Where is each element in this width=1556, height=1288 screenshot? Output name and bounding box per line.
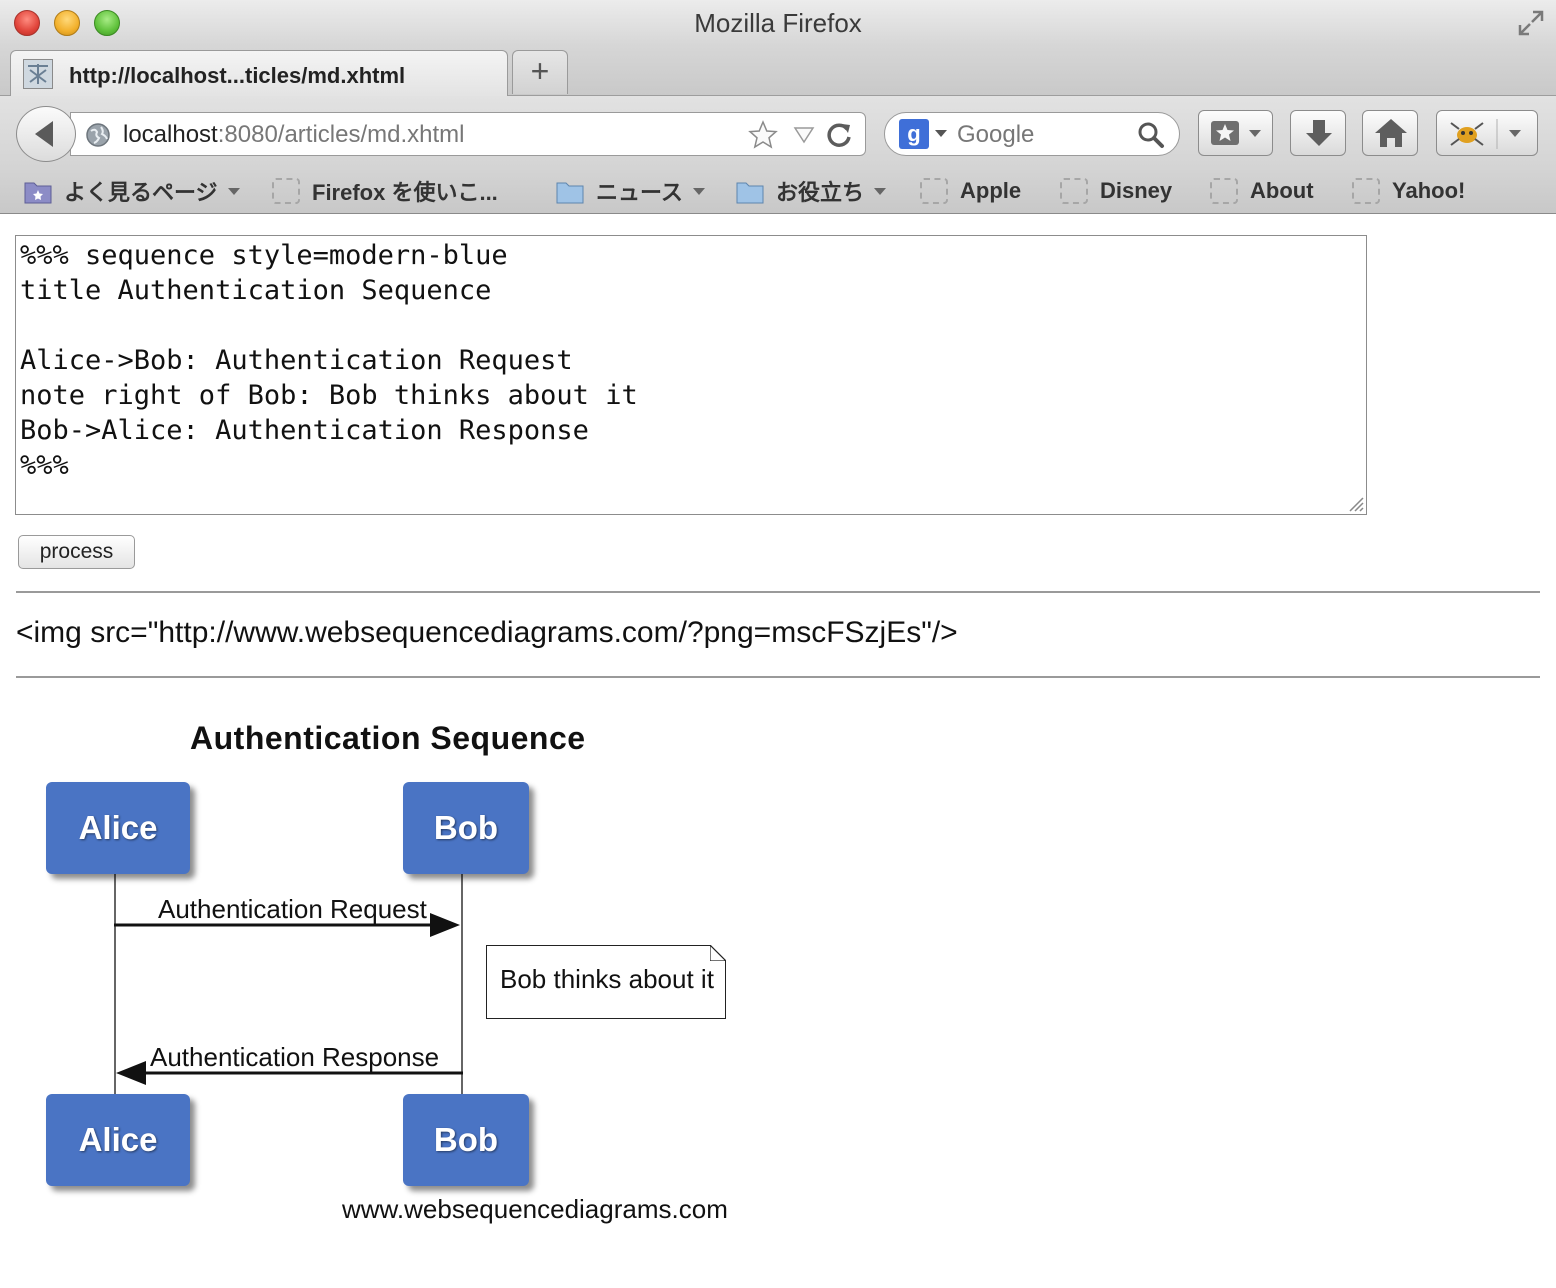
- bookmark-label: ニュース: [596, 180, 683, 205]
- bookmark-about[interactable]: About: [1210, 174, 1314, 208]
- fullscreen-icon[interactable]: [1516, 8, 1546, 38]
- divider: [16, 676, 1540, 678]
- url-path: :8080/articles/md.xhtml: [217, 121, 465, 148]
- url-bar[interactable]: localhost:8080/articles/md.xhtml: [70, 112, 866, 156]
- chevron-down-icon: [874, 187, 887, 195]
- home-icon: [1375, 119, 1407, 147]
- bookmarks-menu-button[interactable]: [1198, 110, 1273, 156]
- bookmark-label: よく見るページ: [64, 180, 218, 205]
- history-dropdown-icon[interactable]: [793, 125, 815, 145]
- bookmark-news[interactable]: ニュース: [556, 174, 705, 208]
- actor-alice-bottom: Alice: [46, 1094, 190, 1186]
- generated-img-tag: <img src="http://www.websequencediagrams…: [16, 616, 958, 649]
- bookmark-disney[interactable]: Disney: [1060, 174, 1172, 208]
- blank-bookmark-icon: [1210, 178, 1238, 204]
- smart-folder-icon: [24, 182, 52, 204]
- home-button[interactable]: [1362, 110, 1418, 156]
- tab-md-xhtml[interactable]: http://localhost...ticles/md.xhtml: [10, 50, 508, 97]
- globe-icon: [86, 123, 110, 147]
- reload-icon[interactable]: [825, 121, 853, 149]
- url-text[interactable]: localhost:8080/articles/md.xhtml: [123, 121, 465, 149]
- actor-alice-top: Alice: [46, 782, 190, 874]
- tab-strip: http://localhost...ticles/md.xhtml +: [0, 46, 1556, 97]
- bookmarks-toolbar: よく見るページ Firefox を使いこ... ニュース お役立ち Apple …: [0, 168, 1556, 214]
- folder-icon: [556, 182, 584, 204]
- diagram-title: Authentication Sequence: [190, 720, 586, 756]
- folder-icon: [736, 182, 764, 204]
- bookmark-label: Firefox を使いこ...: [312, 180, 498, 205]
- blank-bookmark-icon: [1352, 178, 1380, 204]
- new-tab-button[interactable]: +: [512, 50, 568, 94]
- sequence-diagram: Authentication Sequence Alice Bob Authen…: [20, 712, 780, 1242]
- bookmark-star-icon[interactable]: [747, 119, 779, 151]
- back-arrow-icon: [35, 121, 53, 147]
- bookmark-label: About: [1250, 178, 1314, 203]
- navigation-bar: localhost:8080/articles/md.xhtml g Googl…: [0, 96, 1556, 168]
- bookmark-yahoo[interactable]: Yahoo!: [1352, 174, 1465, 208]
- engine-dropdown-icon[interactable]: [935, 130, 947, 137]
- page-favicon-icon: [23, 59, 53, 89]
- response-arrow: [116, 1061, 463, 1085]
- bookmark-most-visited[interactable]: よく見るページ: [24, 174, 240, 208]
- firebug-button[interactable]: [1436, 110, 1538, 156]
- bookmark-apple[interactable]: Apple: [920, 174, 1021, 208]
- actor-bob-bottom: Bob: [403, 1094, 529, 1186]
- bookmark-label: Yahoo!: [1392, 178, 1466, 203]
- process-button[interactable]: process: [18, 535, 135, 569]
- bookmarks-icon: [1211, 121, 1261, 145]
- blank-bookmark-icon: [272, 178, 300, 204]
- message-label-request: Authentication Request: [158, 894, 427, 924]
- bookmark-label: Apple: [960, 178, 1022, 203]
- alice-lifeline: [114, 872, 116, 1094]
- bookmark-label: Disney: [1100, 178, 1173, 203]
- search-placeholder: Google: [957, 121, 1035, 148]
- downloads-button[interactable]: [1290, 110, 1346, 156]
- bookmark-firefox-guide[interactable]: Firefox を使いこ...: [272, 174, 498, 208]
- download-arrow-icon: [1306, 120, 1332, 146]
- note-text: Bob thinks about it: [500, 964, 714, 994]
- search-icon[interactable]: [1137, 121, 1165, 149]
- blank-bookmark-icon: [920, 178, 948, 204]
- bookmark-useful[interactable]: お役立ち: [736, 174, 887, 208]
- note-box: [486, 945, 726, 1019]
- bookmark-label: お役立ち: [776, 180, 865, 205]
- back-button[interactable]: [16, 106, 76, 162]
- request-arrow: [114, 913, 460, 937]
- search-bar[interactable]: g Google: [884, 112, 1180, 156]
- title-bar: Mozilla Firefox: [0, 0, 1556, 46]
- zoom-window-button[interactable]: [94, 10, 120, 36]
- markdown-editor[interactable]: %%% sequence style=modern-blue title Aut…: [15, 235, 1367, 515]
- blank-bookmark-icon: [1060, 178, 1088, 204]
- resize-grip-icon[interactable]: [1346, 494, 1364, 512]
- chevron-down-icon: [692, 187, 705, 195]
- firebug-icon: [1450, 119, 1521, 149]
- diagram-credit: www.websequencediagrams.com: [342, 1194, 728, 1224]
- bob-lifeline: [461, 872, 463, 1094]
- chevron-down-icon: [227, 187, 240, 195]
- tab-title: http://localhost...ticles/md.xhtml: [69, 63, 406, 88]
- close-window-button[interactable]: [14, 10, 40, 36]
- message-label-response: Authentication Response: [150, 1042, 440, 1072]
- minimize-window-button[interactable]: [54, 10, 80, 36]
- window-title: Mozilla Firefox: [694, 8, 862, 38]
- divider: [16, 591, 1540, 593]
- actor-bob-top: Bob: [403, 782, 529, 874]
- note-fold-icon: [710, 945, 726, 961]
- google-engine-icon[interactable]: g: [899, 119, 929, 149]
- url-host: localhost: [123, 121, 218, 148]
